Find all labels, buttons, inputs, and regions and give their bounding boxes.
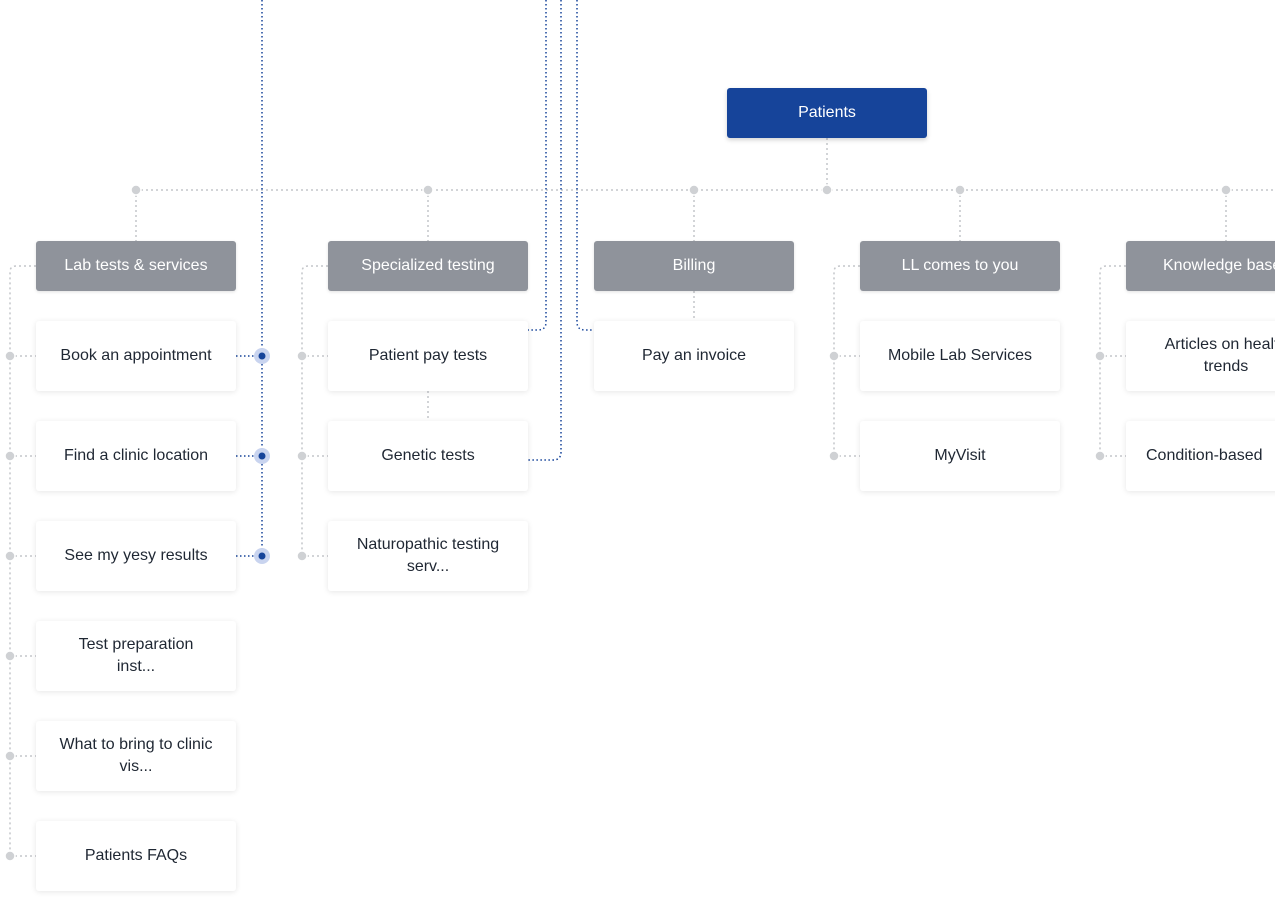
page-label: Condition-based [1146,447,1263,464]
junction-dot [130,184,142,196]
page-label: Find a clinic location [63,447,209,464]
category-billing[interactable]: Billing [594,241,794,291]
category-label: Knowledge base [1163,257,1275,274]
junction-dot [4,650,16,662]
connector-line [833,265,860,456]
junction-dot [4,550,16,562]
page-mobile-lab-services[interactable]: Mobile Lab Services [860,321,1060,391]
connector-line [9,265,36,856]
cross-link-line [528,0,547,331]
page-label: Articles on health trends [1164,336,1275,375]
junction-dot [296,450,308,462]
junction-dots [4,184,1232,862]
junction-dot [4,450,16,462]
page-patients-faqs[interactable]: Patients FAQs [36,821,236,891]
page-label: MyVisit [934,447,986,464]
junction-dot [4,850,16,862]
link-dot [258,452,266,460]
junction-dot [1094,450,1106,462]
page-condition-based[interactable]: Condition-based [1126,421,1275,491]
junction-dot [828,350,840,362]
page-see-my-test-results[interactable]: See my yesy results [36,521,236,591]
page-book-an-appointment[interactable]: Book an appointment [36,321,236,391]
page-test-preparation[interactable]: Test preparation inst... [36,621,236,691]
page-find-a-clinic-location[interactable]: Find a clinic location [36,421,236,491]
connector-line [301,265,328,556]
junction-dot [821,184,833,196]
page-label: Genetic tests [381,447,475,464]
category-label: LL comes to you [901,257,1019,274]
page-label: Naturopathic testing serv... [356,536,500,575]
page-label: What to bring to clinic vis... [59,736,213,775]
junction-dot [1094,350,1106,362]
junction-dot [296,550,308,562]
page-label: Patients FAQs [84,847,188,864]
category-label: Specialized testing [361,257,495,274]
junction-dot [4,350,16,362]
category-ll-comes-to-you[interactable]: LL comes to you [860,241,1060,291]
junction-dot [4,750,16,762]
junction-dot [1220,184,1232,196]
junction-dot [422,184,434,196]
link-dots [254,348,270,564]
page-label: Test preparation inst... [78,636,194,675]
link-dot [258,552,266,560]
junction-dot [828,450,840,462]
category-label: Billing [672,257,716,274]
connector-line [1099,265,1126,456]
cross-link-line [528,0,562,461]
junction-dot [296,350,308,362]
page-genetic-tests[interactable]: Genetic tests [328,421,528,491]
page-label: See my yesy results [64,547,208,564]
page-patient-pay-tests[interactable]: Patient pay tests [328,321,528,391]
page-label: Patient pay tests [368,347,488,364]
page-naturopathic-testing[interactable]: Naturopathic testing serv... [328,521,528,591]
page-label: Book an appointment [60,347,212,364]
page-label: Mobile Lab Services [887,347,1033,364]
category-lab-tests-services[interactable]: Lab tests & services [36,241,236,291]
page-articles-on-health-trends[interactable]: Articles on health trends [1126,321,1275,391]
junction-dot [688,184,700,196]
cross-link-line [576,0,594,331]
page-pay-an-invoice[interactable]: Pay an invoice [594,321,794,391]
root-node-label: Patients [798,104,856,121]
category-specialized-testing[interactable]: Specialized testing [328,241,528,291]
page-myvisit[interactable]: MyVisit [860,421,1060,491]
root-node[interactable]: Patients [727,88,927,138]
page-label: Pay an invoice [641,347,747,364]
category-label: Lab tests & services [64,257,208,274]
category-knowledge-base[interactable]: Knowledge base [1126,241,1275,291]
link-dot [258,352,266,360]
junction-dot [954,184,966,196]
page-what-to-bring[interactable]: What to bring to clinic vis... [36,721,236,791]
